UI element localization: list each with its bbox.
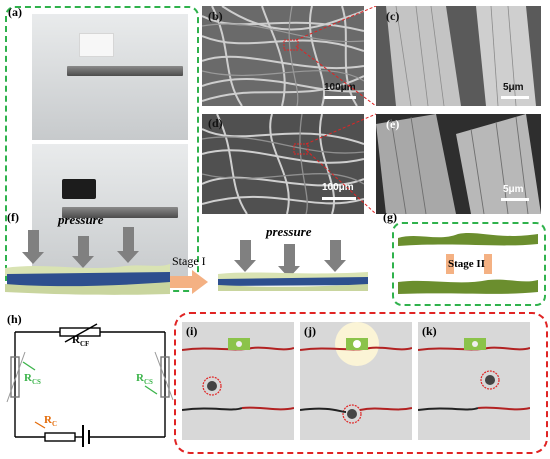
ruler-bottom [62, 207, 178, 218]
rcf-main: R [72, 334, 80, 346]
stage1-label: Stage I [172, 254, 206, 268]
label-e: (e) [386, 117, 400, 131]
rcs-right-main: R [136, 372, 144, 384]
scalebar-d [322, 197, 356, 200]
label-rcs-right: RCS [136, 372, 153, 386]
ruler-top [67, 66, 183, 76]
photo-black-fabric [32, 144, 188, 282]
stage1-arrow [170, 276, 192, 288]
scalebar-e-text: 5μm [503, 184, 524, 195]
scalebar-b [324, 96, 356, 99]
electrode-bottom [398, 279, 538, 294]
rcs-right-sub: CS [143, 378, 153, 387]
sem-e-image [376, 114, 541, 214]
photo-white-fabric [32, 14, 188, 140]
fabric-layer-left [5, 264, 170, 295]
scalebar-d-text: 100μm [322, 182, 354, 193]
pressure-arrow-6 [324, 240, 346, 272]
fabric-layer-right [218, 272, 368, 291]
scalebar-b-text: 100μm [324, 82, 356, 93]
label-c: (c) [386, 9, 400, 23]
label-i: (i) [186, 324, 198, 338]
rcs-left-main: R [24, 372, 32, 384]
scalebar-c [501, 96, 529, 99]
pressure-text-left: pressure [58, 212, 104, 227]
label-h: (h) [7, 312, 22, 326]
zoom-lines [295, 6, 377, 215]
pressure-text-right: pressure [266, 224, 312, 239]
pressure-arrow-3 [117, 227, 139, 263]
white-fabric-sample [79, 33, 114, 57]
label-d: (d) [208, 116, 223, 130]
label-rcf: RCF [72, 334, 89, 348]
stage2-arrow-down [484, 254, 492, 274]
photo-j [300, 322, 412, 440]
label-a: (a) [8, 5, 22, 19]
rc-sub: C [51, 420, 58, 429]
stage2-label: Stage II [448, 258, 485, 270]
label-b: (b) [208, 9, 223, 23]
pressure-arrow-2 [72, 236, 94, 268]
circuit-diagram [6, 323, 174, 447]
rcs-left-sub: CS [31, 378, 41, 387]
stage2-arrow-up [446, 254, 454, 274]
panel-ijk-frame [174, 312, 548, 454]
label-j: (j) [304, 324, 316, 338]
electrode-top [398, 233, 538, 246]
label-rc: RC [44, 414, 57, 428]
sem-d-image [202, 114, 364, 214]
label-g: (g) [383, 210, 397, 224]
photo-k [418, 322, 530, 440]
stage1-arrowhead [192, 270, 208, 294]
panel-g-frame [392, 222, 546, 306]
sem-c-image [376, 6, 541, 106]
pressure-arrow-4 [234, 240, 256, 272]
label-rcs-left: RCS [24, 372, 41, 386]
scalebar-e [501, 198, 529, 201]
rc-main: R [44, 414, 52, 426]
label-k: (k) [422, 324, 437, 338]
sem-b-image [202, 6, 364, 106]
scalebar-c-text: 5μm [503, 82, 524, 93]
black-fabric-sample [62, 179, 96, 199]
pressure-arrow-5 [278, 244, 300, 278]
photo-i [182, 322, 294, 440]
label-f: (f) [7, 210, 19, 224]
rcf-sub: CF [79, 340, 90, 349]
pressure-arrow-1 [22, 230, 44, 264]
